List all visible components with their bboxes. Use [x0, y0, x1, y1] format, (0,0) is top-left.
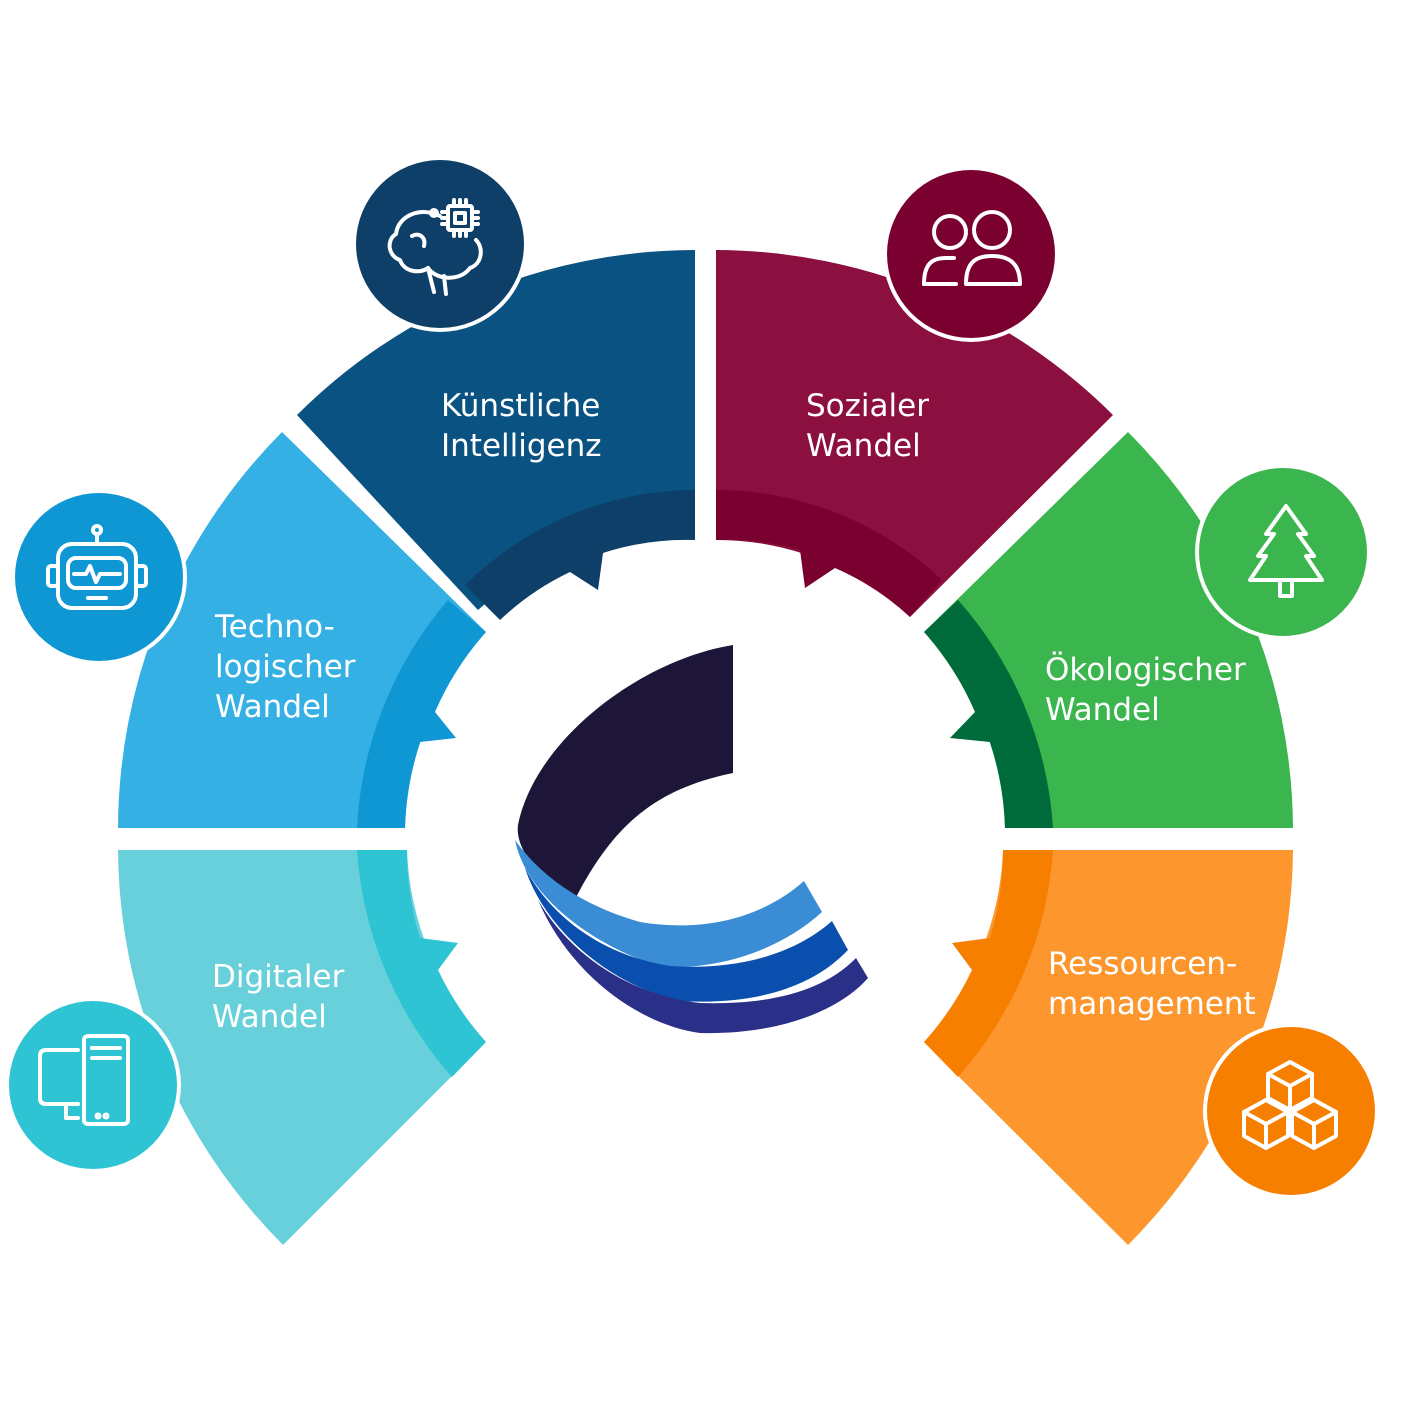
segment-oeko-label: Ökologischer Wandel	[1045, 651, 1256, 728]
segment-tech-inner-band	[357, 600, 486, 828]
tree-icon	[1248, 504, 1324, 598]
logo-c-icon	[515, 645, 868, 1034]
robot-icon	[46, 524, 148, 610]
devices-icon	[38, 1034, 130, 1126]
icon-circle-oeko	[1195, 464, 1371, 640]
segment-digital-inner-band	[357, 850, 486, 1077]
segment-ki-label: Künstliche Intelligenz	[441, 388, 610, 464]
cubes-icon	[1242, 1060, 1338, 1150]
segment-ressourcen-inner-band	[924, 850, 1053, 1077]
logo-c-light-stripe	[515, 840, 822, 968]
logo-c-mid-stripe	[525, 868, 848, 1002]
segment-sozialer-wandel: Sozialer Wandel	[716, 250, 1113, 617]
icon-circle-ressourcen	[1203, 1023, 1379, 1199]
logo-c-bottom-stripe	[538, 900, 868, 1034]
icon-circle-tech	[11, 489, 187, 665]
icon-circle-digital	[5, 997, 181, 1173]
people-icon	[922, 210, 1022, 286]
icon-circle-ki	[352, 156, 528, 332]
segment-tech-label: Techno- logischer Wandel	[214, 609, 365, 725]
segment-sozial-inner-band	[716, 490, 942, 617]
segment-sozial-label: Sozialer Wandel	[806, 388, 939, 464]
segment-technologischer-wandel: Techno- logischer Wandel	[118, 432, 486, 828]
segment-ki-inner-band	[465, 490, 695, 620]
segment-digital-label: Digitaler Wandel	[212, 959, 354, 1035]
icon-circle-sozial	[883, 166, 1059, 342]
segment-oeko-inner-band	[924, 600, 1053, 828]
logo-c-dark-shape	[517, 645, 733, 905]
segment-ressourcen-label: Ressourcen- management	[1048, 946, 1256, 1022]
brain-chip-icon	[387, 198, 483, 296]
segment-ressourcenmanagement: Ressourcen- management	[924, 850, 1293, 1245]
segment-kuenstliche-intelligenz: Künstliche Intelligenz	[297, 250, 695, 620]
segment-digitaler-wandel: Digitaler Wandel	[118, 850, 486, 1245]
